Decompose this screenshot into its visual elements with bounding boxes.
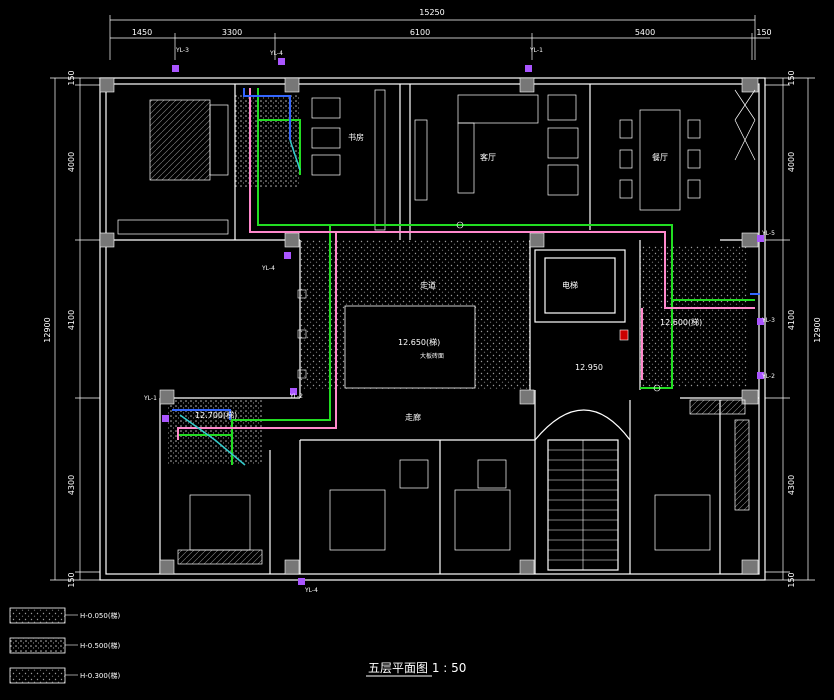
room-center-note: 大板砖面 — [420, 352, 444, 360]
dim-right-5: 150 — [787, 572, 796, 587]
legend-label-3: H-0.300(梯) — [80, 671, 121, 680]
tag-yl4-bottom: YL-4 — [304, 587, 318, 594]
dim-right-3: 4100 — [787, 310, 796, 330]
pipe-pink — [177, 88, 755, 440]
study-furniture — [311, 89, 386, 231]
dim-left-4: 4300 — [67, 475, 76, 495]
dim-left-2: 4000 — [67, 152, 76, 172]
dim-right-total: 12900 — [813, 317, 822, 342]
living-furniture — [414, 94, 579, 201]
tag-yl4-top: YL-4 — [269, 50, 283, 57]
tag-yl2: YL-2 — [761, 373, 775, 380]
tag-yl4-mid: YL-4 — [261, 265, 275, 272]
overall-width: 15250 — [419, 8, 444, 17]
tag-yl2-mid: YL-2 — [289, 393, 303, 400]
dim-top-1: 1450 — [132, 28, 152, 37]
walls — [99, 77, 766, 581]
tag-yl3-right: YL-3 — [761, 317, 775, 324]
legend-label-2: H-0.500(梯) — [80, 641, 121, 650]
top-dimensions — [109, 15, 770, 60]
columns — [99, 77, 759, 575]
room-west-level: 12.700(梯) — [195, 410, 237, 420]
stair-treads — [548, 440, 618, 570]
dim-top-5: 150 — [756, 28, 771, 37]
dim-top-4: 5400 — [635, 28, 655, 37]
tag-yl5: YL-5 — [761, 230, 775, 237]
dim-right-2: 4000 — [787, 152, 796, 172]
bed-master — [117, 99, 229, 235]
dim-left-5: 150 — [67, 572, 76, 587]
room-corridor: 走廊 — [405, 412, 421, 422]
pipe-blue — [172, 88, 760, 420]
legend-swatch-2 — [9, 637, 66, 654]
legend-swatch-1 — [9, 607, 66, 624]
room-dining: 餐厅 — [652, 153, 668, 162]
tag-yl3: YL-3 — [175, 47, 189, 54]
drawing-title: 五层平面图 1 : 50 — [368, 661, 466, 675]
legend-swatch-3 — [9, 667, 66, 684]
tag-group: YL-3 YL-4 YL-1 YL-5 YL-3 YL-2 YL-1 YL-2 … — [143, 47, 775, 594]
bedrooms-bottom — [177, 399, 750, 565]
room-lobby: 走道 — [420, 280, 436, 290]
dining-furniture — [619, 89, 756, 211]
room-living: 客厅 — [480, 152, 496, 162]
dim-left-1: 150 — [67, 70, 76, 85]
pipe-cyan — [179, 139, 301, 466]
dim-right-1: 150 — [787, 70, 796, 85]
room-elevator: 电梯 — [562, 280, 578, 290]
right-dimensions — [765, 77, 815, 581]
floor-hatch — [168, 95, 748, 464]
legend: H-0.050(梯) H-0.500(梯) H-0.300(梯) — [9, 607, 121, 684]
room-kitchen-level: 12.600(梯) — [660, 317, 702, 327]
room-corridor-level: 12.950 — [575, 363, 603, 372]
dim-right-4: 4300 — [787, 475, 796, 495]
room-study: 书房 — [348, 132, 364, 142]
pipe-green — [178, 88, 755, 465]
legend-label-1: H-0.050(梯) — [80, 611, 121, 620]
detail-markers — [297, 221, 661, 392]
dim-left-total: 12900 — [43, 317, 52, 342]
tag-yl1-top: YL-1 — [529, 47, 543, 54]
left-dimensions — [50, 77, 100, 581]
dim-top-3: 6100 — [410, 28, 430, 37]
dim-top-2: 3300 — [222, 28, 242, 37]
room-center-level: 12.650(梯) — [398, 337, 440, 347]
tag-yl1-left: YL-1 — [143, 395, 157, 402]
dim-left-3: 4100 — [67, 310, 76, 330]
